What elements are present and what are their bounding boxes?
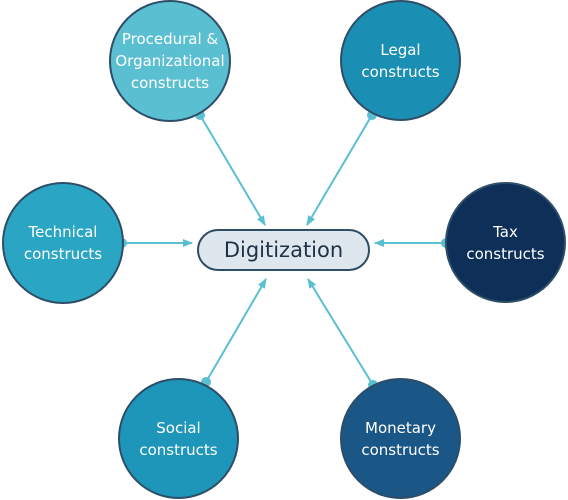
- connector-procedural: [195, 110, 266, 226]
- node-technical: Technical constructs: [2, 182, 124, 304]
- node-monetary-label: Monetary constructs: [361, 418, 440, 459]
- center-node-label: Digitization: [223, 238, 344, 262]
- node-tax: Tax constructs: [445, 182, 566, 303]
- node-social: Social constructs: [118, 378, 239, 499]
- connector-legal: [306, 110, 377, 226]
- node-monetary: Monetary constructs: [340, 378, 461, 499]
- node-social-label: Social constructs: [139, 418, 218, 459]
- node-legal-label: Legal constructs: [361, 40, 440, 81]
- node-legal: Legal constructs: [340, 0, 461, 121]
- node-technical-label: Technical constructs: [23, 223, 103, 263]
- connector-tax: [374, 238, 451, 248]
- node-tax-label: Tax constructs: [466, 222, 545, 263]
- connector-technical: [117, 238, 193, 248]
- connector-social: [201, 278, 267, 387]
- node-procedural-label: Procedural & Organizational constructs: [115, 30, 225, 92]
- node-procedural-organizational: Procedural & Organizational constructs: [109, 0, 231, 122]
- connector-monetary: [307, 278, 378, 390]
- center-node-digitization: Digitization: [197, 229, 370, 271]
